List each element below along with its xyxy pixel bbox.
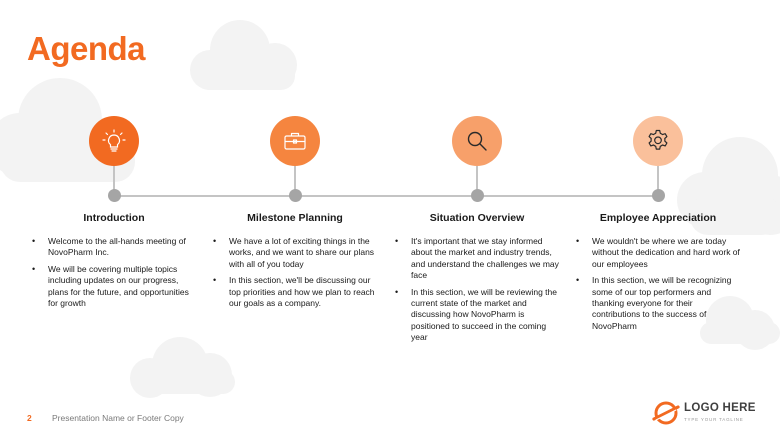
agenda-step-introduction: Introduction Welcome to the all-hands me…	[24, 0, 204, 439]
briefcase-icon	[284, 132, 306, 150]
bullet-item: In this section, we'll be discussing our…	[213, 275, 381, 309]
logo-text: LOGO HERE	[684, 402, 756, 414]
logo-tagline: TYPE YOUR TAGLINE	[684, 417, 744, 422]
step-bullets: Welcome to the all-hands meeting of Novo…	[32, 236, 197, 314]
timeline-dot	[107, 189, 121, 202]
agenda-step-situation-overview: Situation Overview It's important that w…	[387, 0, 567, 439]
magnifier-icon	[467, 131, 487, 151]
bullet-item: We will be covering multiple topics incl…	[32, 264, 197, 310]
footer-text: Presentation Name or Footer Copy	[52, 413, 184, 423]
step-icon-circle	[270, 116, 320, 166]
timeline-line	[114, 195, 658, 197]
bullet-item: In this section, we will be reviewing th…	[395, 287, 560, 344]
step-connector	[294, 166, 296, 194]
step-icon-circle	[633, 116, 683, 166]
agenda-step-milestone-planning: Milestone Planning We have a lot of exci…	[205, 0, 385, 439]
bullet-item: In this section, we will be recognizing …	[576, 275, 741, 332]
bullet-item: Welcome to the all-hands meeting of Novo…	[32, 236, 197, 259]
step-connector	[657, 166, 659, 194]
step-bullets: We wouldn't be where we are today withou…	[576, 236, 741, 337]
step-icon-circle	[452, 116, 502, 166]
bullet-item: It's important that we stay informed abo…	[395, 236, 560, 282]
step-bullets: We have a lot of exciting things in the …	[213, 236, 381, 314]
timeline-dot	[651, 189, 665, 202]
step-bullets: It's important that we stay informed abo…	[395, 236, 560, 349]
company-logo: LOGO HERE TYPE YOUR TAGLINE	[652, 398, 762, 428]
step-connector	[476, 166, 478, 194]
bullet-item: We wouldn't be where we are today withou…	[576, 236, 741, 270]
page-title: Agenda	[27, 30, 146, 67]
step-title: Milestone Planning	[247, 212, 343, 224]
step-title: Employee Appreciation	[599, 212, 717, 224]
gear-icon	[648, 129, 668, 150]
step-title: Introduction	[83, 212, 145, 224]
timeline-dot	[288, 189, 302, 202]
step-title: Situation Overview	[429, 212, 525, 224]
lightbulb-icon	[102, 129, 126, 152]
step-connector	[113, 166, 115, 194]
logo-mark-icon	[652, 401, 680, 425]
agenda-step-employee-appreciation: Employee Appreciation We wouldn't be whe…	[568, 0, 748, 439]
page-number: 2	[27, 413, 32, 423]
step-icon-circle	[89, 116, 139, 166]
timeline-dot	[470, 189, 484, 202]
bullet-item: We have a lot of exciting things in the …	[213, 236, 381, 270]
